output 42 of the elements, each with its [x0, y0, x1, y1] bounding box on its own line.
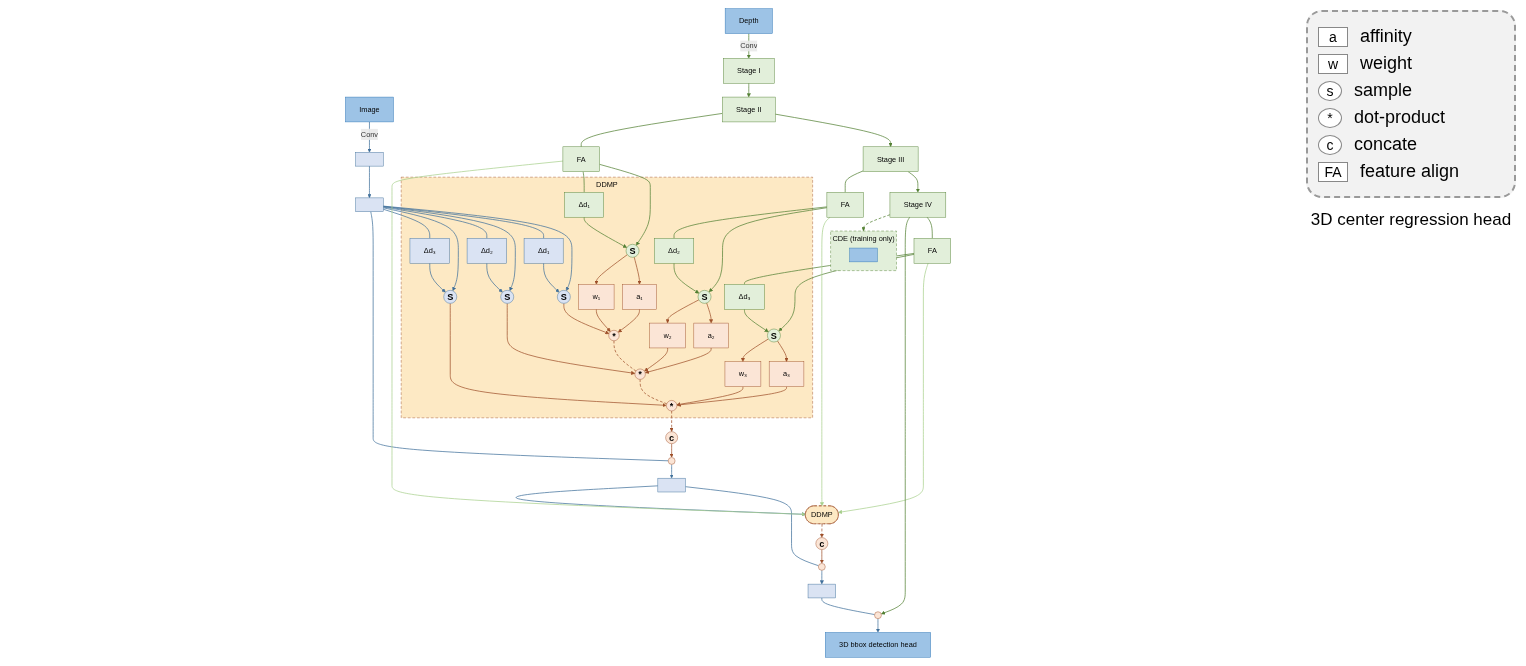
legend-symbol: a — [1318, 26, 1348, 47]
node-circle: c — [815, 537, 829, 550]
connector — [926, 216, 933, 239]
node-box — [657, 477, 686, 493]
node-circle: S — [625, 244, 640, 258]
legend-symbol: * — [1318, 107, 1342, 128]
legend-symbol: FA — [1318, 161, 1348, 182]
node-box — [807, 583, 836, 599]
node-circle — [667, 457, 676, 465]
node-circle: S — [767, 328, 781, 343]
node-circle: * — [634, 368, 646, 380]
connector — [685, 486, 819, 567]
connector — [580, 113, 723, 148]
node-circle: S — [500, 290, 514, 304]
connector — [382, 206, 488, 239]
node-circle: * — [608, 330, 620, 341]
legend-symbol: c — [1318, 134, 1342, 155]
legend-symbol: s — [1318, 80, 1342, 101]
legend-symbol: w — [1318, 53, 1348, 74]
connector — [382, 205, 544, 239]
node-box — [355, 197, 384, 212]
node-circle — [818, 563, 826, 571]
connector — [582, 171, 585, 193]
node-circle — [874, 611, 882, 619]
legend-text: concate — [1354, 134, 1418, 155]
node-circle: S — [557, 290, 571, 304]
legend-text: weight — [1360, 53, 1413, 74]
node-circle: * — [666, 400, 678, 412]
connector — [821, 597, 875, 615]
legend-text: affinity — [1360, 26, 1412, 47]
legend-text: sample — [1354, 80, 1413, 101]
node-circle: S — [697, 290, 712, 304]
legend-text: dot-product — [1354, 107, 1446, 128]
legend-text: feature align — [1360, 161, 1460, 182]
node-box — [849, 247, 878, 263]
node-circle: S — [443, 290, 457, 304]
connector — [382, 208, 431, 239]
connector — [844, 170, 864, 193]
node-circle: c — [665, 431, 678, 444]
node-box — [355, 152, 384, 167]
connector — [673, 206, 828, 239]
note-label: 3D center regression head — [1309, 210, 1513, 230]
